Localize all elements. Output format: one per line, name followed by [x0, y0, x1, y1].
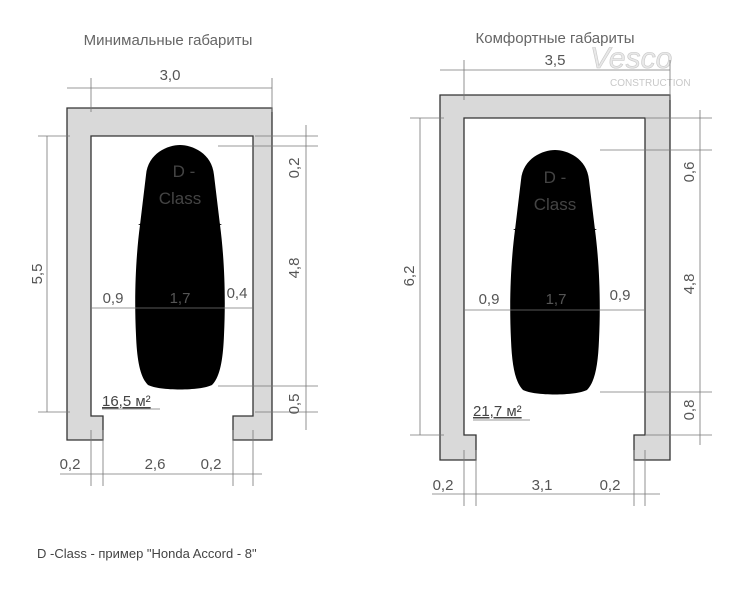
left-width-outer: 3,0 [160, 67, 181, 84]
left-car-length: 4,8 [286, 258, 303, 279]
right-title: Комфортные габариты [476, 30, 635, 47]
left-wall-right: 0,2 [201, 456, 222, 473]
left-rear-gap: 0,5 [286, 394, 303, 415]
right-wall-left: 0,2 [433, 477, 454, 494]
left-car-class-line2: Class [159, 189, 202, 208]
right-car-width: 1,7 [546, 291, 567, 308]
footnote: D -Class - пример "Honda Accord - 8" [37, 546, 257, 561]
right-rear-gap: 0,8 [681, 400, 698, 421]
right-front-gap: 0,6 [681, 162, 698, 183]
right-width-outer: 3,5 [545, 52, 566, 69]
right-car-length: 4,8 [681, 274, 698, 295]
left-car [132, 145, 228, 390]
right-side-right: 0,9 [610, 287, 631, 304]
left-car-width: 1,7 [170, 290, 191, 307]
left-front-gap: 0,2 [286, 158, 303, 179]
right-area: 21,7 м² [473, 403, 522, 420]
vesco-logo-subtitle: CONSTRUCTION [610, 78, 691, 89]
left-door: 2,6 [145, 456, 166, 473]
left-wall-left: 0,2 [60, 456, 81, 473]
right-door: 3,1 [532, 477, 553, 494]
left-car-class-line1: D - [173, 162, 196, 181]
left-length-outer: 5,5 [29, 264, 46, 285]
left-area: 16,5 м² [102, 393, 151, 410]
left-side-left: 0,9 [103, 290, 124, 307]
left-side-right: 0,4 [227, 285, 248, 302]
right-side-left: 0,9 [479, 291, 500, 308]
left-title: Минимальные габариты [84, 32, 253, 49]
right-car-class-line2: Class [534, 195, 577, 214]
right-wall-right: 0,2 [600, 477, 621, 494]
right-car-class-line1: D - [544, 168, 567, 187]
right-length-outer: 6,2 [401, 266, 418, 287]
